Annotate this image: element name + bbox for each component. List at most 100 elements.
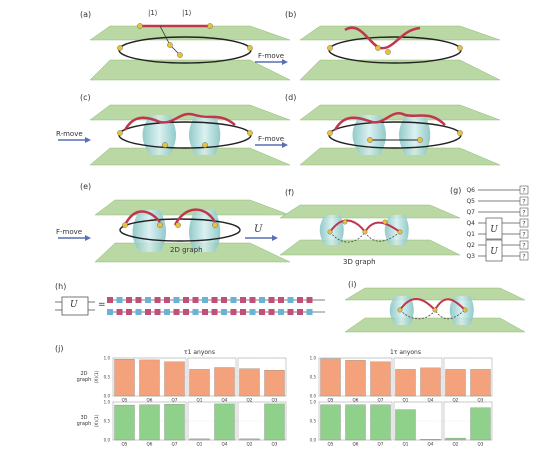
gate (287, 309, 294, 315)
gate (116, 309, 123, 315)
x-tick-label: Q5 (328, 442, 334, 447)
u-gate-box (485, 217, 503, 240)
group-frame (187, 401, 237, 441)
panel-label-c: (c) (80, 93, 91, 102)
gate (126, 309, 132, 315)
y-tick-label: 0.5 (310, 419, 317, 424)
measure-label: ? (522, 210, 525, 217)
bar (445, 437, 466, 441)
gate (192, 297, 199, 303)
x-tick-label: Q2 (453, 442, 459, 447)
arrow-label-f-move-3: F-move (56, 228, 83, 236)
group-frame (237, 401, 287, 441)
node (137, 23, 143, 29)
x-tick-label: Q2 (247, 442, 253, 447)
node (177, 52, 183, 58)
node (167, 42, 173, 48)
y-tick-label: 1.0 (310, 400, 317, 405)
gate (249, 309, 256, 315)
panel-f-figure (279, 204, 461, 256)
equals-sign: = (98, 300, 106, 310)
gate (221, 309, 227, 315)
row-label: 2D (80, 371, 87, 377)
y-tick-label: 1.0 (104, 400, 111, 405)
measure-box (519, 218, 529, 228)
panel-d-figure (299, 104, 501, 166)
ket-label-right: |1⟩ (182, 9, 192, 17)
measure-box (519, 240, 529, 250)
bar (370, 404, 391, 441)
bar (345, 360, 366, 397)
panel-label-d: (d) (285, 93, 297, 102)
x-tick-label: Q1 (197, 398, 203, 403)
bar (164, 361, 185, 397)
measure-box (519, 229, 529, 239)
u-gate-box (485, 239, 503, 262)
bar (345, 404, 366, 441)
x-tick-label: Q3 (272, 442, 278, 447)
panel-label-a: (a) (80, 10, 92, 19)
panel-g-circuit: Q6?Q5?Q7?Q4?Q1?Q2?Q3?UU (466, 185, 529, 262)
x-tick-label: Q4 (428, 398, 434, 403)
gate (306, 309, 313, 315)
bar (470, 407, 491, 441)
measure-box (519, 207, 529, 217)
bar (214, 367, 235, 397)
panel-label-i: (i) (348, 280, 357, 289)
gate (268, 309, 275, 315)
measure-box (519, 185, 529, 195)
gate (183, 309, 189, 315)
label-3d-graph: 3D graph (343, 258, 376, 266)
chart-title: 1τ anyons (390, 349, 421, 356)
y-tick-label: 0.5 (310, 375, 317, 380)
gate (278, 309, 284, 315)
y-axis-label: ⟨X⟩⟨1⟩ (94, 414, 100, 427)
x-tick-label: Q4 (428, 442, 434, 447)
row-label: 3D (80, 415, 87, 421)
arrow-label-f-move-2: F-move (258, 135, 285, 143)
group-frame (443, 401, 493, 441)
ket-label-left: |1⟩ (148, 9, 158, 17)
bar (214, 403, 235, 441)
gate (145, 297, 151, 303)
x-tick-label: Q2 (453, 398, 459, 403)
gate (249, 297, 256, 303)
panel-c-figure (89, 104, 291, 166)
x-tick-label: Q6 (147, 442, 153, 447)
gate (268, 297, 275, 303)
x-tick-label: Q4 (222, 398, 228, 403)
gate (211, 297, 218, 303)
gate (297, 297, 303, 303)
gate (306, 297, 313, 303)
group-frame (443, 357, 493, 397)
panel-label-g: (g) (450, 186, 462, 195)
bar (370, 361, 391, 397)
gate (164, 297, 170, 303)
group-frame (187, 357, 237, 397)
bar (395, 369, 416, 397)
bar (139, 359, 160, 397)
x-tick-label: Q1 (403, 442, 409, 447)
row-label: graph (77, 421, 92, 427)
qubit-label: Q4 (466, 220, 475, 227)
y-axis-label: ⟨X⟩⟨1⟩ (94, 370, 100, 383)
gate (297, 309, 303, 315)
x-tick-label: Q7 (378, 398, 384, 403)
measure-label: ? (522, 243, 525, 250)
bar (320, 358, 341, 397)
panel-i-figure (344, 287, 526, 333)
bar (189, 438, 210, 441)
qubit-label: Q5 (466, 198, 475, 205)
bar (114, 358, 135, 397)
x-tick-label: Q5 (122, 442, 128, 447)
qubit-label: Q3 (466, 253, 475, 260)
x-tick-label: Q5 (122, 398, 128, 403)
bar (114, 404, 135, 441)
row-label: graph (77, 377, 92, 383)
x-tick-label: Q1 (197, 442, 203, 447)
group-frame (393, 401, 443, 441)
gate (135, 297, 142, 303)
